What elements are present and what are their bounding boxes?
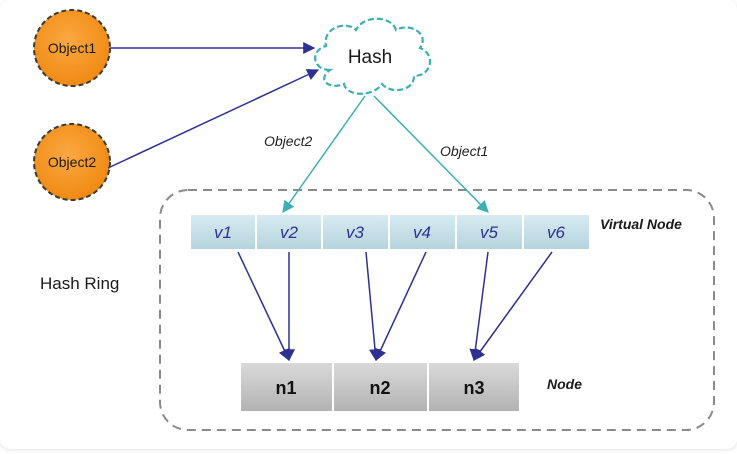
physical-node-label: n3 — [463, 378, 484, 398]
object1-label: Object1 — [48, 40, 96, 56]
edge-label-object2: Object2 — [264, 133, 312, 149]
vnode-cell: v4 — [388, 213, 457, 251]
vnode-cell: v2 — [255, 213, 323, 251]
arrow-v6-to-n3 — [473, 251, 553, 361]
object2-node: Object2 — [33, 123, 111, 201]
arrow-v4-to-n2 — [375, 251, 427, 362]
virtual-node-row: v1 v2 v3 v4 v5 v6 — [189, 213, 591, 251]
arrow-object2-to-hash — [107, 69, 320, 169]
arrow-hash-to-v2 — [282, 95, 366, 213]
physical-node: n2 — [332, 361, 429, 413]
hash-label: Hash — [348, 47, 392, 68]
edge-label-object1: Object1 — [440, 143, 488, 159]
vnode-label: v6 — [547, 223, 566, 242]
hash-ring-label: Hash Ring — [40, 274, 119, 293]
arrow-v1-to-n1 — [237, 251, 290, 362]
hash-cloud-shape — [314, 17, 431, 95]
physical-node-label: n2 — [369, 378, 390, 398]
physical-node: n1 — [239, 361, 334, 413]
node-legend: Node — [547, 376, 582, 392]
vnode-cell: v3 — [321, 213, 390, 251]
hash-cloud: Hash — [314, 17, 431, 95]
vnode-label: v4 — [413, 223, 431, 242]
virtual-node-legend: Virtual Node — [600, 216, 682, 232]
arrow-v3-to-n2 — [365, 251, 381, 362]
vnode-cell: v5 — [455, 213, 524, 251]
physical-node-row: n1 n2 n3 — [239, 361, 521, 413]
vnode-label: v3 — [346, 223, 365, 242]
arrow-v5-to-n3 — [469, 251, 489, 362]
vnode-label: v2 — [280, 223, 299, 242]
object2-label: Object2 — [48, 154, 96, 170]
physical-node-label: n1 — [275, 378, 296, 398]
object1-node: Object1 — [33, 9, 111, 87]
vnode-label: v1 — [214, 223, 232, 242]
vnode-label: v5 — [480, 223, 499, 242]
vnode-cell: v1 — [189, 213, 257, 251]
arrow-hash-to-v5 — [373, 95, 489, 213]
physical-node: n3 — [427, 361, 521, 413]
hash-ring-boundary — [159, 189, 715, 431]
vnode-cell: v6 — [522, 213, 591, 251]
